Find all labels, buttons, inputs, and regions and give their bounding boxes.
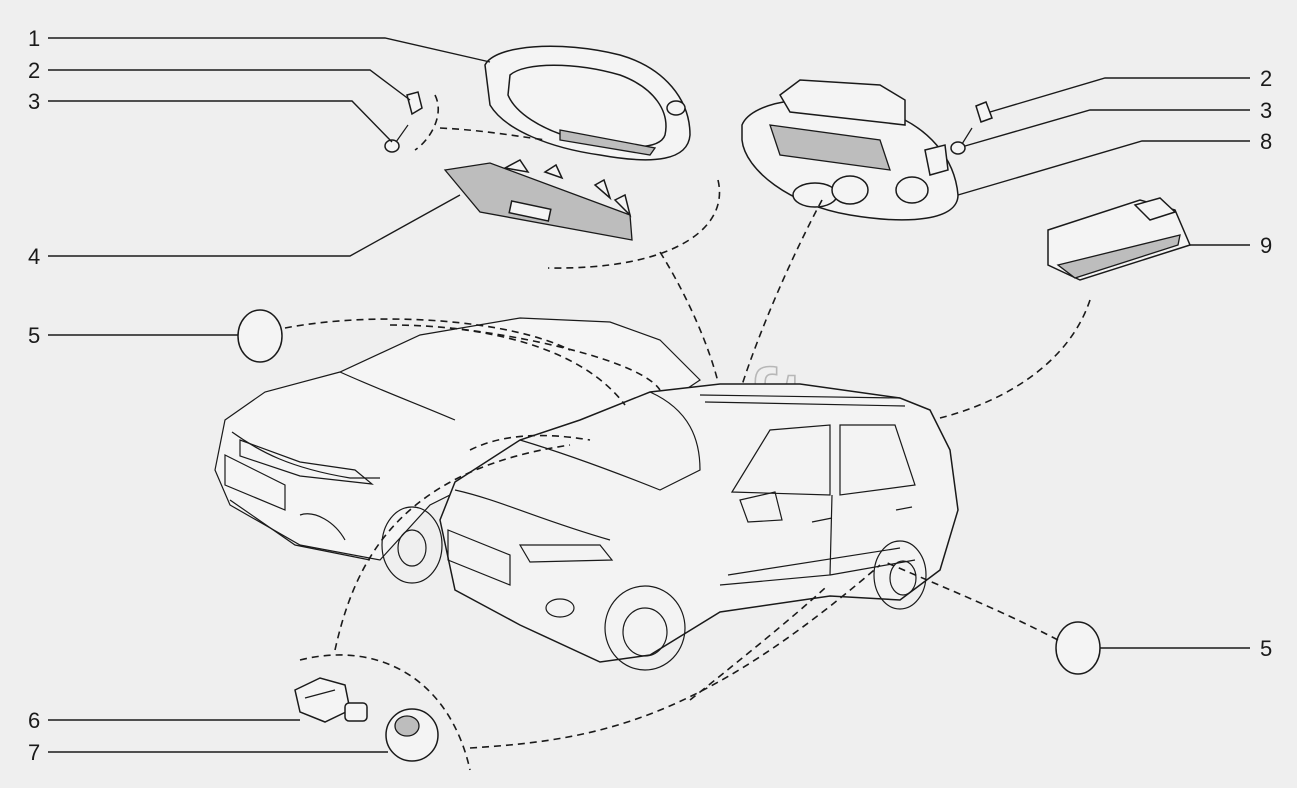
clip-part-right: [975, 101, 993, 123]
leader-line-3-right: [964, 109, 1250, 147]
assembly-path-luggage-lamp: [939, 299, 1091, 419]
callout-3-left: 3: [28, 89, 40, 114]
bulb-cap-part: [385, 708, 439, 762]
assembly-path-plug-b: [389, 324, 626, 406]
background-car-outline: [214, 317, 701, 584]
assembly-path-console: [741, 199, 823, 386]
callout-1: 1: [28, 26, 40, 51]
callout-9: 9: [1260, 233, 1272, 258]
assembly-path-door: [689, 587, 826, 701]
callout-7: 7: [28, 740, 40, 765]
assembly-path-socket-b: [469, 434, 591, 451]
lamp-lens-part: [443, 159, 633, 241]
assembly-path-cap: [469, 564, 881, 749]
leader-line-4: [48, 194, 461, 257]
leader-line-1: [48, 37, 491, 63]
callout-4: 4: [28, 244, 40, 269]
leader-line-3-left: [48, 100, 393, 143]
leader-line-2-right: [989, 77, 1250, 113]
group-arc-upper-left: [414, 94, 440, 151]
assembly-path-plug-a: [284, 318, 571, 351]
overhead-console-part: [741, 79, 959, 221]
callout-5-left: 5: [28, 323, 40, 348]
assembly-path-plug-rear: [884, 561, 1059, 641]
assembly-path-clip: [439, 127, 546, 141]
assembly-path-front-lamp: [659, 251, 719, 383]
plug-part-top: [237, 309, 283, 363]
assembly-path-socket-a: [334, 444, 571, 651]
leader-line-8: [957, 140, 1250, 196]
callout-8: 8: [1260, 129, 1272, 154]
lamp-socket-part: [294, 677, 368, 723]
screw-part-left: [384, 124, 409, 153]
front-lamp-housing-part: [484, 45, 691, 161]
callout-5-right: 5: [1260, 636, 1272, 661]
group-arc-socket: [299, 654, 471, 771]
callout-3-right: 3: [1260, 98, 1272, 123]
callout-6: 6: [28, 708, 40, 733]
main-car-outline: [439, 383, 959, 671]
clip-part-left: [406, 91, 423, 116]
callout-2-right: 2: [1260, 66, 1272, 91]
screw-part-right: [950, 127, 973, 155]
leader-line-2-left: [48, 69, 411, 101]
assembly-path-plug-c: [449, 327, 661, 391]
luggage-lamp-part: [1047, 197, 1192, 281]
callout-2-left: 2: [28, 58, 40, 83]
group-arc-lamp: [547, 179, 721, 269]
plug-part-bottom: [1055, 621, 1101, 675]
